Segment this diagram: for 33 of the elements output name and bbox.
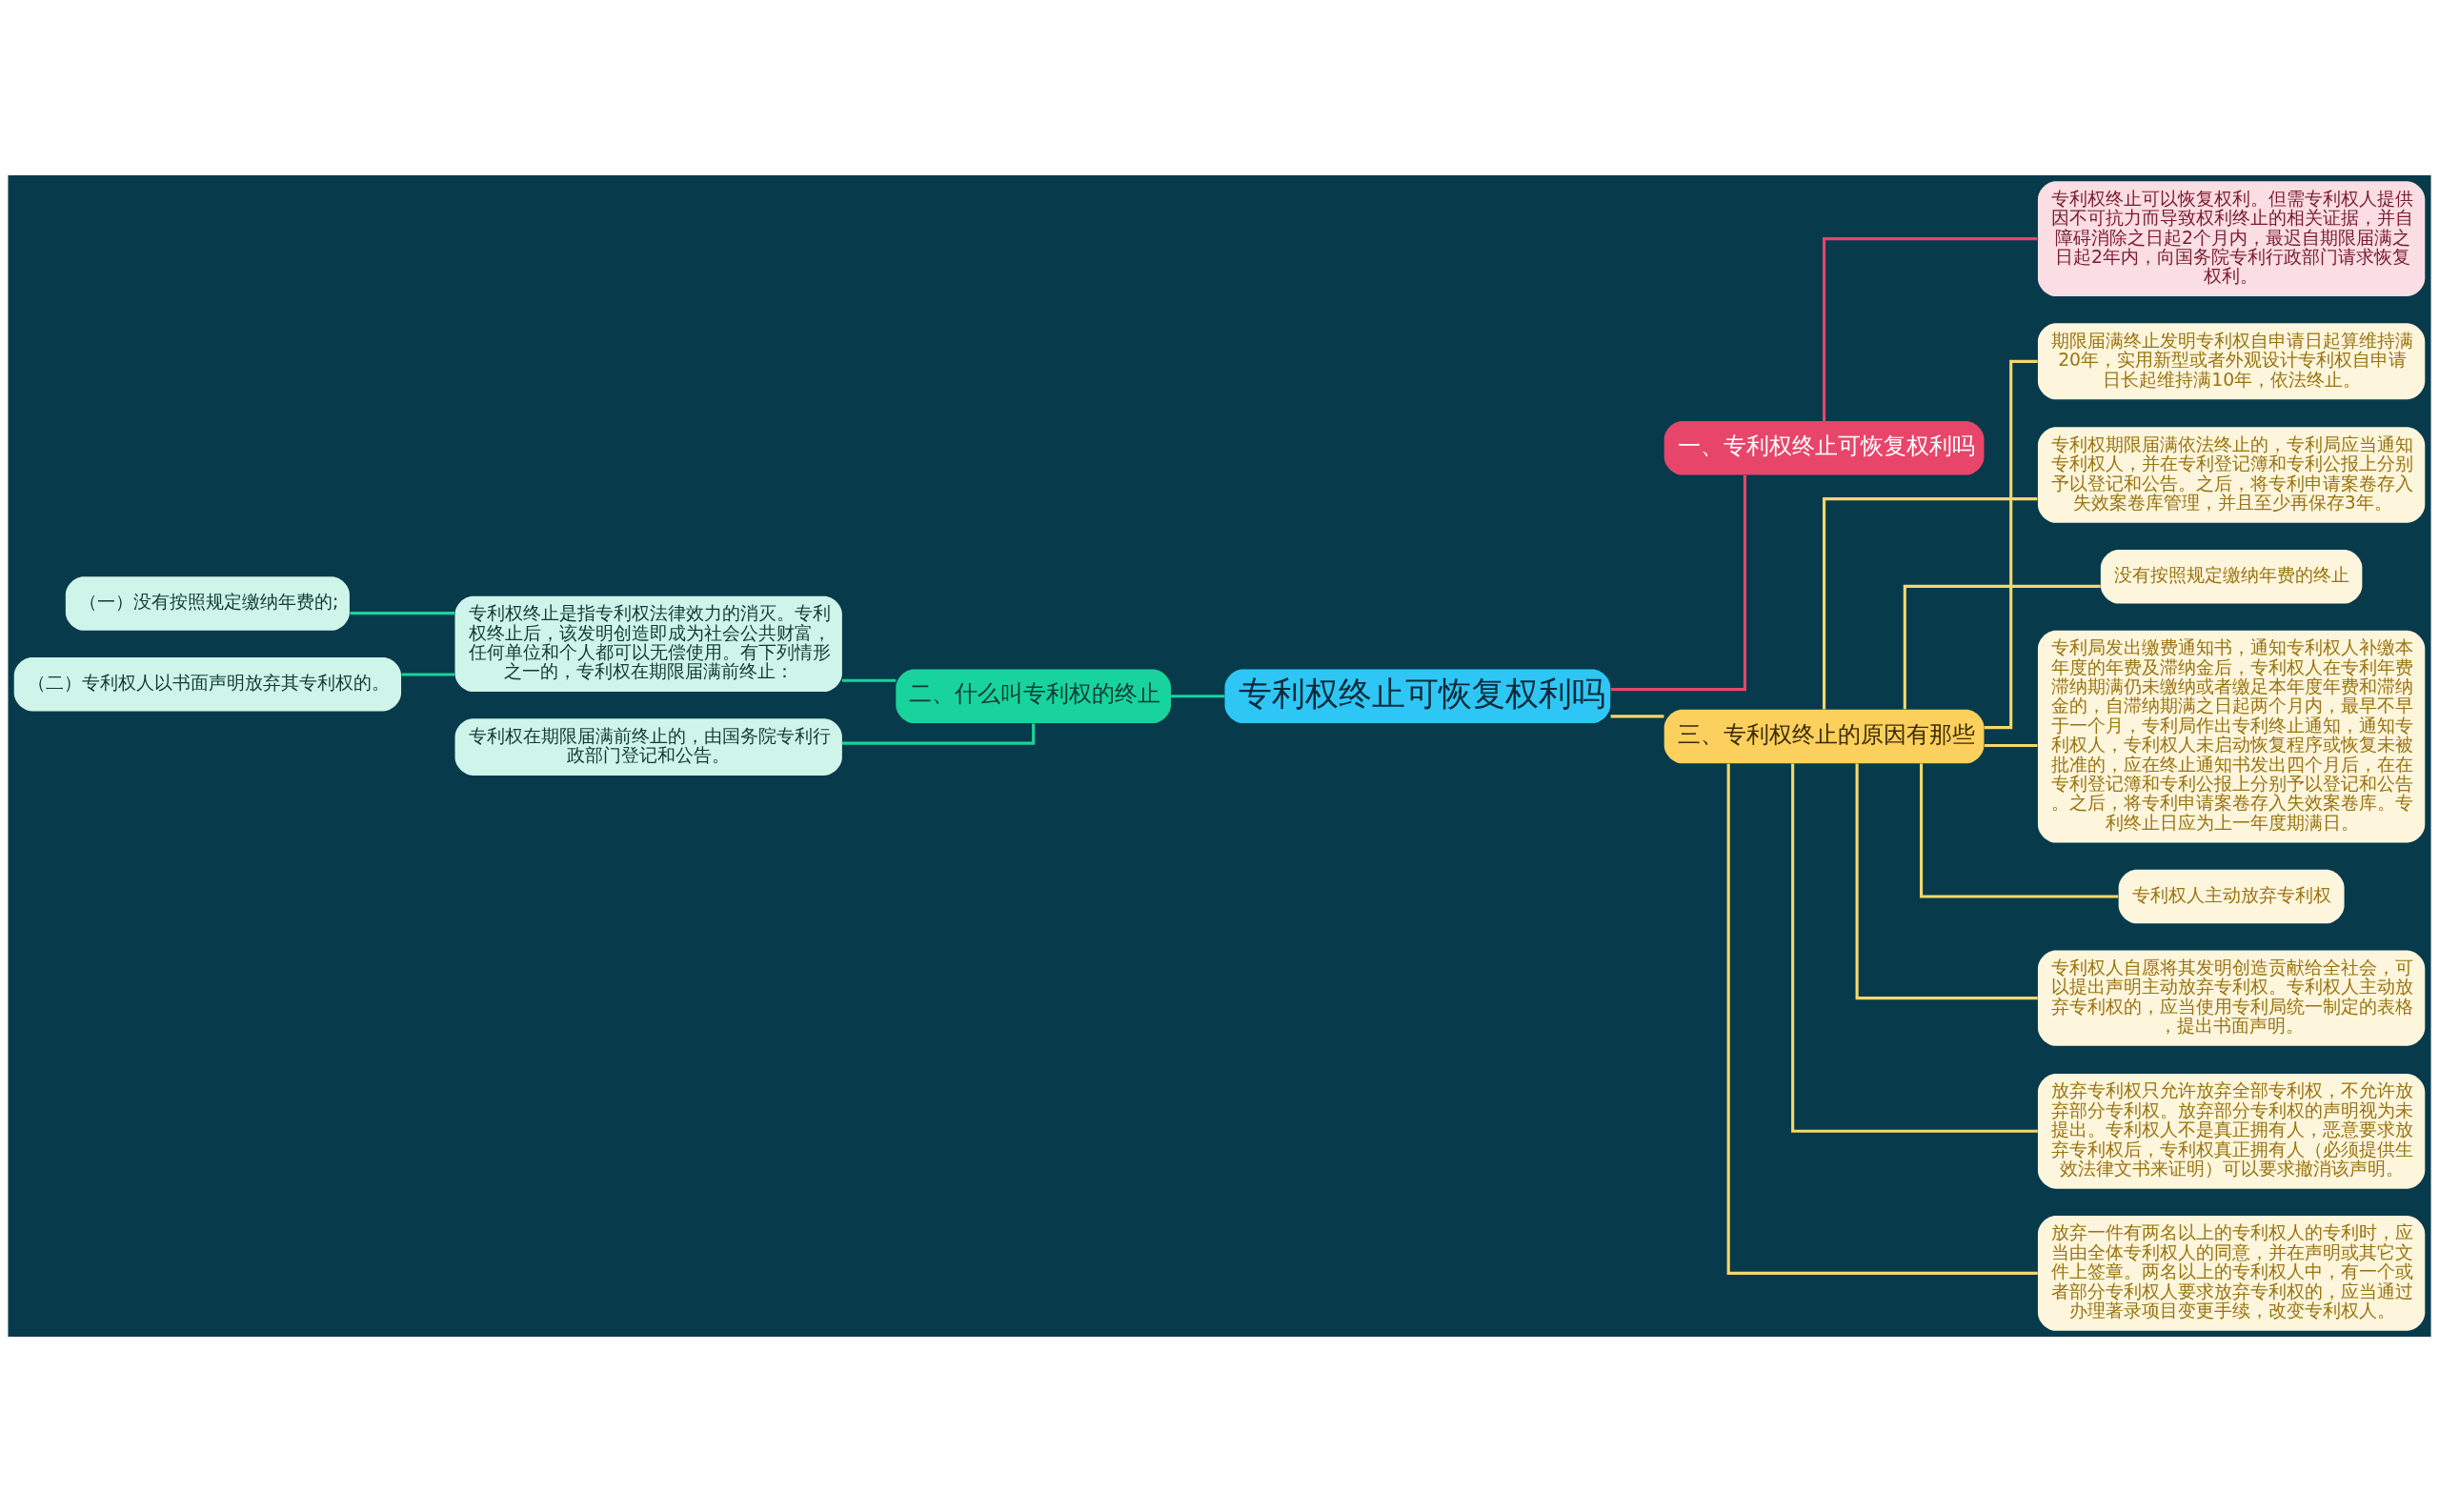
connector bbox=[1171, 695, 1225, 698]
node-box: （二）专利权人以书面声明放弃其专利权的。 bbox=[13, 656, 402, 712]
node-box: 专利权终止可恢复权利吗 bbox=[1224, 669, 1611, 723]
connector bbox=[1726, 763, 2038, 1275]
connector bbox=[1823, 497, 2038, 710]
connector bbox=[841, 678, 897, 682]
connector bbox=[1610, 715, 1664, 718]
node-box: 没有按照规定缴纳年费的终止 bbox=[2100, 550, 2363, 604]
node-box: 期限届满终止发明专利权自申请日起算维持满20年，实用新型或者外观设计专利权自申请日长起维持满10年，依法终止。 bbox=[2037, 323, 2426, 400]
connector bbox=[1855, 763, 2038, 1000]
node-box: 放弃专利权只允许放弃全部专利权，不允许放弃部分专利权。放弃部分专利权的声明视为未提出。专利权人不是真正拥有人，恶意要求放弃专利权后，专利权真正拥有人（必须提供生效法律文书来证明）可以要求撤消该声明。 bbox=[2037, 1073, 2426, 1189]
node-box: 一、专利权终止可恢复权利吗 bbox=[1663, 421, 1985, 475]
node-box: （一）没有按照规定缴纳年费的; bbox=[65, 576, 350, 631]
node-box: 放弃一件有两名以上的专利权人的专利时，应当由全体专利权人的同意，并在声明或其它文件上签章。两名以上的专利权人中，有一个或者部分专利权人要求放弃专利权的，应当通过办理著录项目变更手续，改变专利权人。 bbox=[2037, 1215, 2426, 1331]
node-box: 专利权在期限届满前终止的，由国务院专利行政部门登记和公告。 bbox=[454, 718, 842, 776]
connector bbox=[401, 673, 455, 676]
connector bbox=[1903, 584, 2101, 710]
connector bbox=[1823, 237, 2038, 422]
node-box: 二、什么叫专利权的终止 bbox=[896, 669, 1171, 723]
connector bbox=[1791, 763, 2038, 1133]
connector bbox=[1610, 474, 1746, 692]
connector bbox=[350, 612, 455, 615]
node-box: 专利权终止可以恢复权利。但需专利权人提供因不可抗力而导致权利终止的相关证据，并自障碍消除之日起2个月内，最迟自期限届满之日起2年内，向国务院专利行政部门请求恢复权利。 bbox=[2037, 181, 2426, 297]
connector bbox=[1920, 763, 2119, 898]
node-box: 三、专利权终止的原因有那些 bbox=[1663, 709, 1985, 764]
node-box: 专利局发出缴费通知书，通知专利权人补缴本年度的年费及滞纳金后，专利权人在专利年费滞纳期满仍未缴纳或者缴足本年度年费和滞纳金的，自滞纳期满之日起两个月内，最早不早于一个月，专利局作出专利终止通知，通知专利权人，专利权人未启动恢复程序或恢复未被批准的，应在终止通知书发出四个月后，在在专利登记簿和专利公报上分别予以登记和公告。之后，将专利申请案卷存入失效案卷库。专利终止日应为上一年度期满日。 bbox=[2037, 630, 2426, 843]
connector bbox=[1984, 359, 2038, 730]
node-box: 专利权人主动放弃专利权 bbox=[2118, 869, 2345, 924]
connector bbox=[841, 723, 1036, 745]
node-box: 专利权期限届满依法终止的，专利局应当通知专利权人，并在专利登记簿和专利公报上分别予以登记和公告。之后，将专利申请案卷存入失效案卷库管理，并且至少再保存3年。 bbox=[2037, 427, 2426, 523]
connector bbox=[1984, 743, 2038, 748]
node-box: 专利权终止是指专利权法律效力的消灭。专利权终止后，该发明创造即成为社会公共财富，任何单位和个人都可以无偿使用。有下列情形之一的，专利权在期限届满前终止： bbox=[454, 595, 842, 693]
node-box: 专利权人自愿将其发明创造贡献给全社会，可以提出声明主动放弃专利权。专利权人主动放弃专利权的，应当使用专利局统一制定的表格，提出书面声明。 bbox=[2037, 950, 2426, 1046]
